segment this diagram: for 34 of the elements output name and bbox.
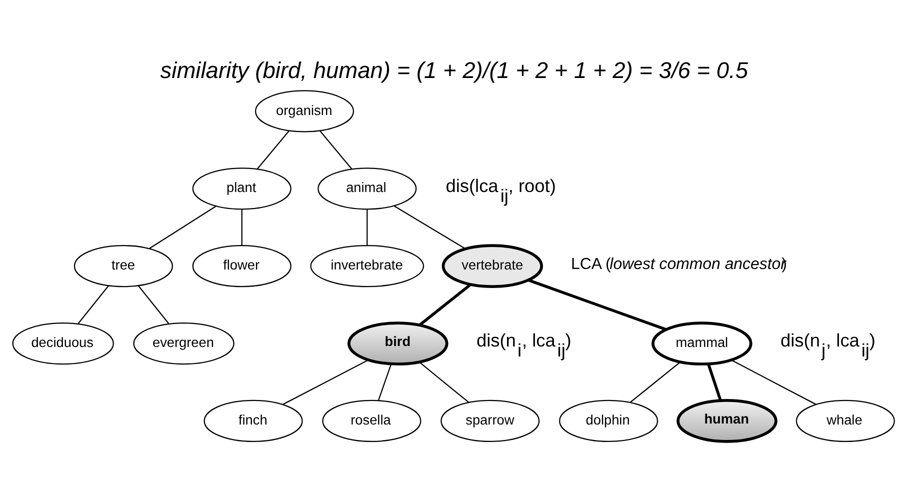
connector [378, 363, 392, 400]
connector [630, 361, 681, 402]
diagram-title: similarity (bird, human) = (1 + 2)/(1 + 2 + 1 + 2) = 3/6 = 0.5 [160, 56, 748, 83]
node-ellipse: vertebrate [442, 244, 543, 288]
connector [138, 284, 170, 324]
node-ellipse: sparrow [440, 399, 540, 442]
node-ellipse: tree [74, 244, 173, 287]
node-ellipse: whale [796, 399, 895, 442]
node-ellipse: organism [254, 90, 354, 132]
connector [707, 363, 722, 400]
connector [256, 130, 290, 169]
node-ellipse: rosella [322, 399, 422, 442]
node-ellipse: deciduous [12, 322, 114, 364]
connector [528, 278, 667, 330]
connector [366, 209, 368, 245]
node-ellipse: plant [192, 167, 292, 210]
node-ellipse: animal [318, 167, 417, 210]
node-ellipse: dolphin [559, 399, 658, 442]
node-ellipse: human [676, 398, 778, 442]
node-ellipse: finch [204, 399, 303, 442]
node-ellipse: evergreen [133, 322, 234, 364]
connector [149, 205, 216, 248]
connector [78, 284, 109, 324]
connector [320, 130, 352, 169]
connector [731, 359, 816, 404]
connector [418, 283, 472, 326]
connector [394, 204, 466, 249]
connector [418, 361, 470, 402]
connector [282, 359, 369, 404]
node-ellipse: flower [192, 244, 292, 287]
connector [241, 209, 242, 245]
node-ellipse: mammal [652, 321, 752, 365]
node-ellipse: invertebrate [310, 244, 424, 287]
node-ellipse: bird [348, 321, 448, 365]
